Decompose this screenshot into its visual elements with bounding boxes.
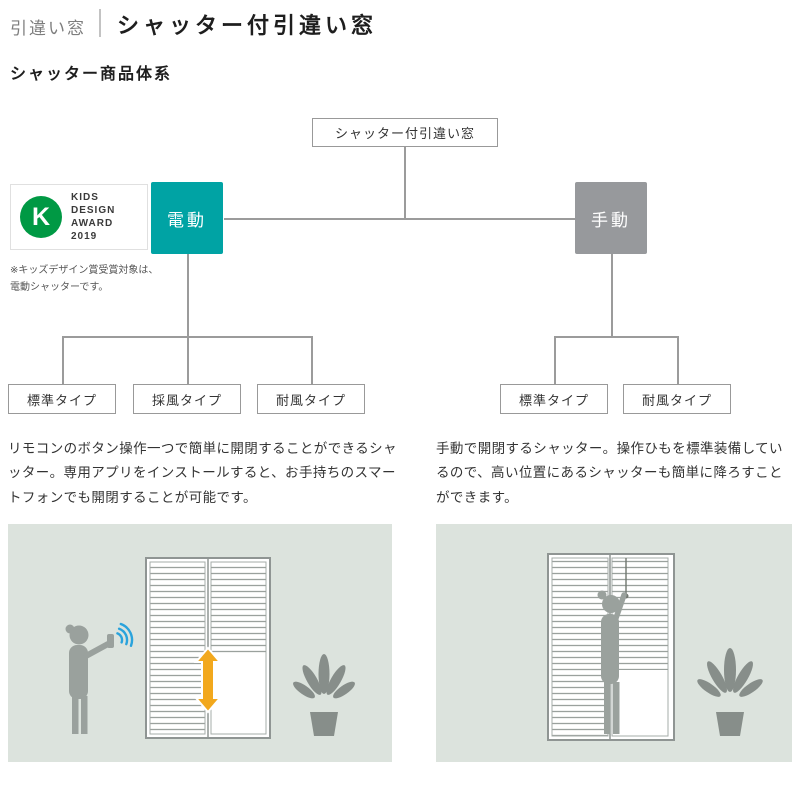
connector-electric-vertical [187,254,189,336]
electric-illustration [65,557,355,739]
wifi-signal-icon [116,622,134,647]
kids-design-award-badge: K KIDS DESIGN AWARD 2019 [10,184,148,250]
award-line-design: DESIGN [71,205,116,216]
connector-manual-type2 [677,336,679,384]
kids-design-award-text: KIDS DESIGN AWARD 2019 [71,191,115,243]
tree-root-node: シャッター付引違い窓 [312,118,498,147]
connector-electric-type1 [62,336,64,384]
shutter-window [547,553,675,741]
award-line-year: 2019 [71,231,98,242]
manual-description: 手動で開閉するシャッター。操作ひもを標準装備しているので、高い位置にあるシャッタ… [436,441,783,505]
manual-node: 手動 [575,182,647,254]
type-node-electric-wind-resistant: 耐風タイプ [257,384,365,414]
connector-manual-vertical [611,254,613,336]
award-note-line1: ※キッズデザイン賞受賞対象は、 [10,265,159,276]
connector-main-horizontal [224,218,576,220]
category-label: 引違い窓 [10,19,86,38]
page-title: シャッター付引違い窓 [117,13,378,38]
manual-illustration [547,553,763,741]
person-with-remote-silhouette [65,624,114,734]
section-title: シャッター商品体系 [10,66,173,83]
type-node-electric-standard: 標準タイプ [8,384,116,414]
connector-manual-type1 [554,336,556,384]
connector-manual-horizontal [554,336,678,338]
updown-arrow-icon [193,646,223,714]
kids-design-award-icon: K [20,196,62,238]
connector-electric-type3 [311,336,313,384]
plant-silhouette [697,648,763,736]
electric-illustration-panel [8,524,392,762]
award-note: ※キッズデザイン賞受賞対象は、 電動シャッターです。 [10,262,158,296]
header-divider [99,9,101,37]
type-node-manual-standard: 標準タイプ [500,384,608,414]
person-pulling-cord-silhouette [597,590,627,734]
electric-description: リモコンのボタン操作一つで簡単に開閉することができるシャッター。専用アプリをイン… [8,441,397,505]
connector-root-vertical [404,147,406,218]
plant-silhouette [293,654,355,736]
electric-node: 電動 [151,182,223,254]
award-note-line2: 電動シャッターです。 [10,282,109,293]
manual-illustration-panel [436,524,792,762]
type-node-manual-wind-resistant: 耐風タイプ [623,384,731,414]
remote-icon [107,634,114,648]
connector-electric-type2 [187,336,189,384]
award-line-award: AWARD [71,218,114,229]
type-node-electric-ventilation: 採風タイプ [133,384,241,414]
award-line-kids: KIDS [71,192,99,203]
